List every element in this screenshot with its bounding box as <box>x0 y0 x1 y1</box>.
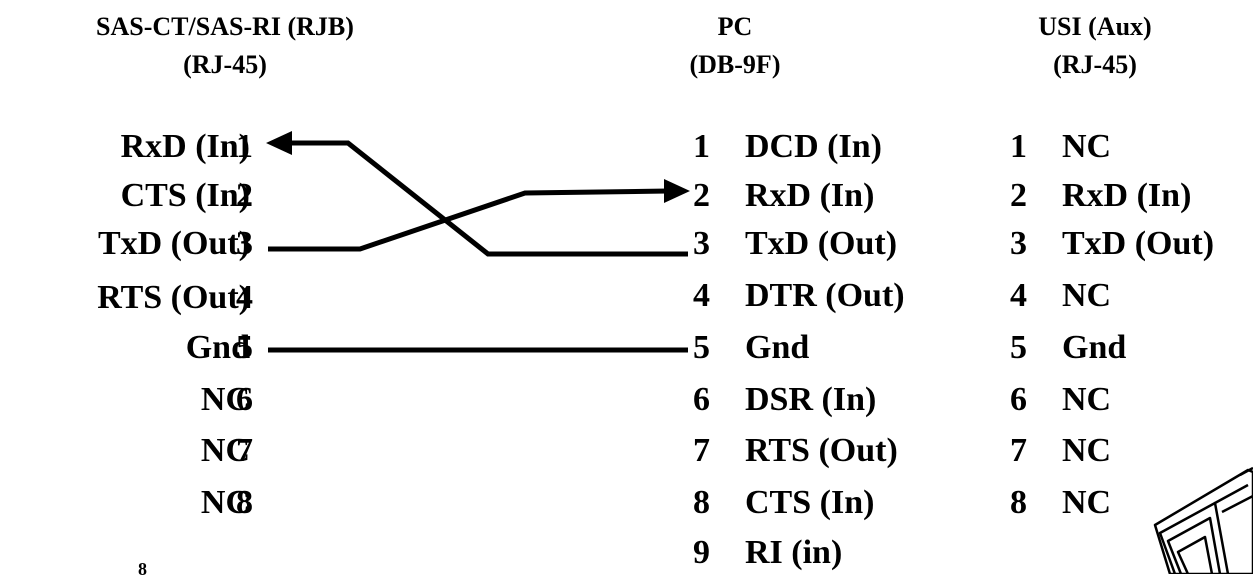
usi-pin-3-signal: TxD (Out) <box>1062 225 1215 262</box>
pc-header-title: PC <box>717 12 753 41</box>
usi-pin-5-number: 5 <box>1010 329 1027 366</box>
usi-pin-7-number: 7 <box>1010 432 1027 469</box>
sas-pin-8-signal: NC <box>200 484 250 521</box>
sas-pin-2-number: 2 <box>236 177 253 214</box>
pc-pin-8-signal: CTS (In) <box>745 484 875 521</box>
usi-pin-7-signal: NC <box>1062 432 1112 469</box>
usi-pin-4-signal: NC <box>1062 277 1112 314</box>
sas-pin-1-number: 1 <box>236 128 253 165</box>
sas-pin-6-number: 6 <box>236 381 253 418</box>
sas-pin-7-number: 7 <box>236 432 253 469</box>
footer-mark: 8 <box>138 559 147 579</box>
usi-pin-5-signal: Gnd <box>1062 329 1127 366</box>
pc-pin-6-signal: DSR (In) <box>745 381 877 418</box>
pc-pin-2-number: 2 <box>693 177 710 214</box>
pc-pin-4-number: 4 <box>693 277 710 314</box>
usi-header: USI (Aux) (RJ-45) <box>985 8 1205 84</box>
pc-pin-5-number: 5 <box>693 329 710 366</box>
sas-pin-3-signal: TxD (Out) <box>97 225 250 262</box>
pc-pin-3-number: 3 <box>693 225 710 262</box>
usi-pin-6-signal: NC <box>1062 381 1112 418</box>
usi-pin-3-number: 3 <box>1010 225 1027 262</box>
usi-pin-6-number: 6 <box>1010 381 1027 418</box>
pc-pin-5-signal: Gnd <box>745 329 810 366</box>
usi-pin-2-signal: RxD (In) <box>1062 177 1192 214</box>
sas-pin-6-signal: NC <box>200 381 250 418</box>
pc-pin-6-number: 6 <box>693 381 710 418</box>
pc-pin-7-signal: RTS (Out) <box>745 432 898 469</box>
sas-pin-1-signal: RxD (In) <box>120 128 250 165</box>
pc-pin-9-signal: RI (in) <box>745 534 843 571</box>
pc-header: PC (DB-9F) <box>660 8 810 84</box>
sas-pin-5-signal: Gnd <box>185 329 250 366</box>
sas-pin-4-signal: RTS (Out) <box>97 279 250 316</box>
sas-pin-8-number: 8 <box>236 484 253 521</box>
pc-pin-3-signal: TxD (Out) <box>745 225 898 262</box>
pc-pin-1-signal: DCD (In) <box>745 128 882 165</box>
pc-pin-9-number: 9 <box>693 534 710 571</box>
usi-pin-4-number: 4 <box>1010 277 1027 314</box>
sas-header-title: SAS-CT/SAS-RI (RJB) <box>96 12 354 41</box>
pc-pin-2-signal: RxD (In) <box>745 177 875 214</box>
sas-pin-7-signal: NC <box>200 432 250 469</box>
usi-pin-2-number: 2 <box>1010 177 1027 214</box>
pc-pin-8-number: 8 <box>693 484 710 521</box>
pc-pin-4-signal: DTR (Out) <box>745 277 905 314</box>
usi-header-title: USI (Aux) <box>1038 12 1152 41</box>
pc-header-connector: (DB-9F) <box>689 50 781 79</box>
wire-sas-txd-to-pc-rxd <box>268 188 669 252</box>
wire-pc-txd-to-sas-rxd <box>290 140 688 257</box>
sas-pin-5-number: 5 <box>236 329 253 366</box>
sas-header-connector: (RJ-45) <box>183 50 267 79</box>
sas-pin-2-signal: CTS (In) <box>120 177 250 214</box>
usi-pin-8-number: 8 <box>1010 484 1027 521</box>
sas-pin-4-number: 4 <box>236 279 253 316</box>
sas-header: SAS-CT/SAS-RI (RJB) (RJ-45) <box>0 8 450 84</box>
pc-pin-7-number: 7 <box>693 432 710 469</box>
usi-pin-8-signal: NC <box>1062 484 1112 521</box>
usi-header-connector: (RJ-45) <box>1053 50 1137 79</box>
usi-pin-1-signal: NC <box>1062 128 1112 165</box>
sas-pin-3-number: 3 <box>236 225 253 262</box>
arrow-left-icon <box>266 131 292 155</box>
arrow-right-icon <box>664 179 690 203</box>
pc-pin-1-number: 1 <box>693 128 710 165</box>
usi-pin-1-number: 1 <box>1010 128 1027 165</box>
